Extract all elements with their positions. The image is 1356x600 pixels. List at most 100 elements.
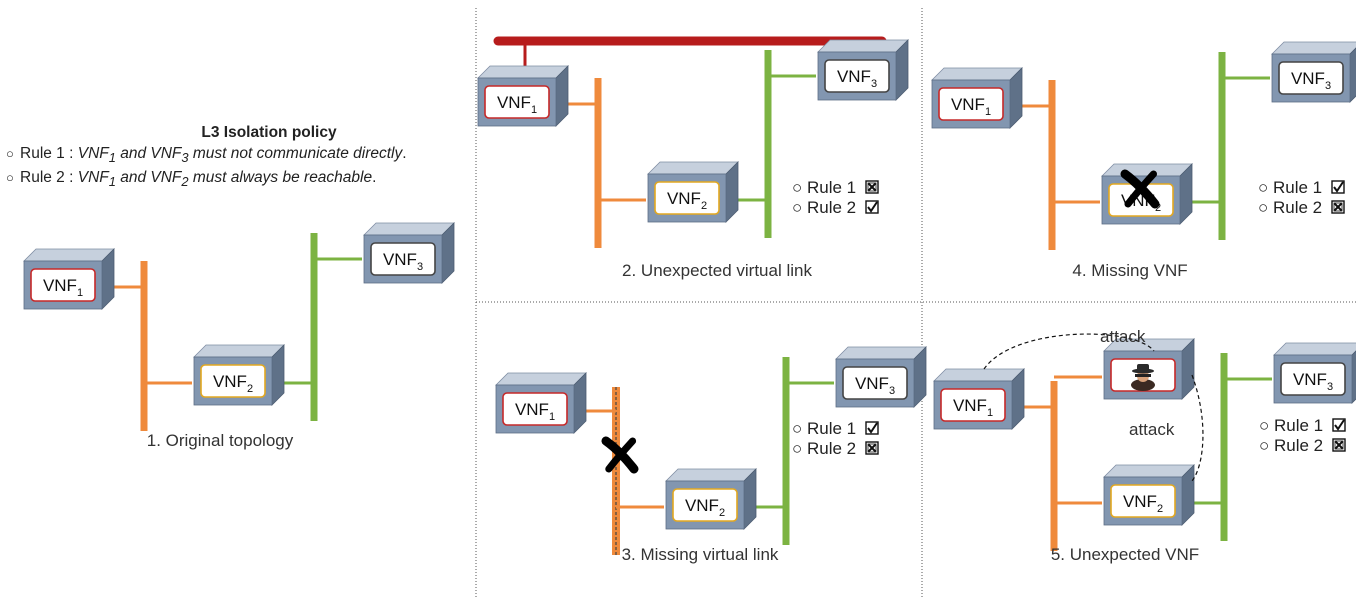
check-icon: [1333, 181, 1344, 193]
rule-status-label: ○ Rule 1: [1258, 178, 1322, 197]
x-mark-icon: [867, 182, 877, 192]
bullet-icon: ○: [6, 146, 14, 161]
policy-title: L3 Isolation policy: [201, 124, 337, 141]
vnf-label-panel: [1110, 484, 1176, 518]
rule-2-status-icon: [1331, 200, 1345, 214]
caption-panel-4: 4. Missing VNF: [1072, 261, 1187, 280]
vnf-subscript: 3: [1327, 381, 1333, 393]
policy-rule-2: ○ Rule 2 : VNF1 and VNF2 must always be …: [6, 168, 472, 192]
attack-label-1: attack: [1100, 327, 1146, 346]
attack-path-vnf2: [1191, 374, 1204, 482]
vnf-label: VNF3: [837, 67, 877, 90]
vnf-2: VNF2: [665, 468, 757, 530]
vnf-top-face: [647, 161, 739, 175]
rule-1-prefix: Rule 1 :: [20, 145, 74, 162]
vnf-top-face: [1273, 342, 1356, 356]
vnf-subscript: 1: [549, 411, 555, 423]
vnf-top-face: [363, 222, 455, 236]
x-mark-icon: [1334, 440, 1344, 450]
vnf-subscript: 3: [1325, 80, 1331, 92]
rule-2-status-icon: [865, 441, 879, 455]
vnf-label: VNF3: [1293, 370, 1333, 393]
vnf-1: [1103, 338, 1195, 400]
caption-panel-2: 2. Unexpected virtual link: [622, 261, 812, 280]
vnf-label: VNF1: [953, 396, 993, 419]
vnf-subscript: 2: [701, 200, 707, 212]
missing-vnf-cross-icon: [1120, 169, 1160, 209]
vnf-layer: VNF1VNF2VNF3VNF1VNF2VNF3VNF1VNF2VNF3VNF1…: [23, 39, 1356, 530]
vnf-label: VNF3: [1291, 69, 1331, 92]
rule-status-label: ○ Rule 2: [792, 198, 856, 217]
vnf-2: VNF2: [1103, 464, 1195, 526]
attack-label-2: attack: [1129, 420, 1175, 439]
vnf-top-face: [665, 468, 757, 482]
vnf-subscript: 2: [1155, 202, 1161, 214]
vnf-top-face: [23, 248, 115, 262]
rule-1-status-icon: [1332, 418, 1346, 432]
vnf-1: VNF1: [495, 372, 587, 434]
vnf-top-face: [1101, 163, 1193, 177]
rule-status-label: ○ Rule 2: [792, 439, 856, 458]
vnf-label: VNF1: [951, 95, 991, 118]
rule-status-label: ○ Rule 1: [1259, 416, 1323, 435]
vnf-label: VNF3: [855, 374, 895, 397]
vnf-label: VNF2: [685, 496, 725, 519]
vnf-3: VNF3: [835, 346, 927, 408]
vnf-label: VNF3: [383, 250, 423, 273]
vnf-subscript: 2: [719, 507, 725, 519]
vnf-label-panel: [370, 242, 436, 276]
vnf-top-face: [495, 372, 587, 386]
rule-1-text: VNF1 and VNF3 must not communicate direc…: [77, 145, 403, 166]
vnf-label-panel: [1280, 362, 1346, 396]
vnf-subscript: 2: [247, 383, 253, 395]
vnf-subscript: 3: [871, 78, 877, 90]
vnf-subscript: 1: [985, 106, 991, 118]
vnf-label-panel: [842, 366, 908, 400]
vnf-2: VNF2: [647, 161, 739, 223]
vnf-top-face: [1271, 41, 1356, 55]
rule-status-panel-2: ○ Rule 1○ Rule 2: [792, 178, 856, 217]
vnf-subscript: 3: [417, 261, 423, 273]
vnf-label-panel: [30, 268, 96, 302]
check-icon: [1334, 419, 1345, 431]
missing-link-cross-icon: [601, 436, 639, 474]
rule-2-prefix: Rule 2 :: [20, 169, 74, 187]
vnf-label-panel: [502, 392, 568, 426]
vnf-3: VNF3: [363, 222, 455, 284]
vnf-1: VNF1: [477, 65, 569, 127]
vnf-subscript: 2: [1157, 503, 1163, 515]
vnf-label-panel: [938, 87, 1004, 121]
bullet-icon: ○: [6, 170, 14, 186]
x-mark-icon: [1333, 202, 1343, 212]
vnf-label: VNF2: [213, 372, 253, 395]
vnf-subscript: 1: [987, 407, 993, 419]
vnf-subscript: 3: [889, 385, 895, 397]
rule-status-label: ○ Rule 1: [792, 419, 856, 438]
links-layer: [104, 36, 1272, 555]
check-icon: [867, 201, 878, 213]
vnf-top-face: [835, 346, 927, 360]
rule-status-panel-5: ○ Rule 1○ Rule 2: [1259, 416, 1323, 455]
rule-status-label: ○ Rule 2: [1259, 436, 1323, 455]
vnf-top-face: [933, 368, 1025, 382]
rule-status-label: ○ Rule 2: [1258, 198, 1322, 217]
vnf-label-panel: [654, 181, 720, 215]
vnf-label-panel: [940, 388, 1006, 422]
vnf-top-face: [931, 67, 1023, 81]
check-icon: [867, 422, 878, 434]
rule-1-status-icon: [865, 421, 879, 435]
vnf-subscript: 1: [531, 104, 537, 116]
rule-1-status-icon: [1331, 180, 1345, 194]
vnf-3: VNF3: [817, 39, 909, 101]
caption-panel-3: 3. Missing virtual link: [622, 545, 779, 564]
vnf-1: VNF1: [933, 368, 1025, 430]
vnf-subscript: 1: [77, 287, 83, 299]
attacker-icon: [1131, 364, 1155, 391]
attack-path-vnf1: [983, 333, 1155, 370]
vnf-top-face: [477, 65, 569, 79]
vnf-label-panel: [200, 364, 266, 398]
vnf-top-face: [1103, 464, 1195, 478]
caption-panel-1: 1. Original topology: [147, 431, 294, 450]
rule-status-label: ○ Rule 1: [792, 178, 856, 197]
vnf-label: VNF2: [1123, 492, 1163, 515]
